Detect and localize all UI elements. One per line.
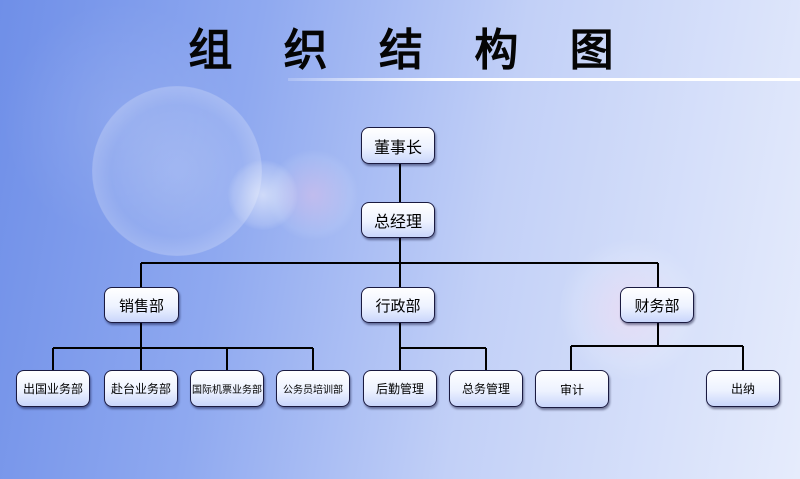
page-title: 组 织 结 构 图 [188, 25, 632, 76]
node-cashier[interactable]: 出纳 [706, 370, 780, 407]
node-outbound-business[interactable]: 出国业务部 [16, 370, 90, 407]
title-underline [288, 78, 800, 81]
node-general-manager[interactable]: 总经理 [361, 202, 435, 238]
node-chairman[interactable]: 董事长 [361, 127, 435, 164]
node-sales-dept[interactable]: 销售部 [104, 287, 179, 323]
node-logistics-mgmt[interactable]: 后勤管理 [363, 370, 437, 407]
node-civil-training[interactable]: 公务员培训部 [276, 370, 350, 407]
node-finance-dept[interactable]: 财务部 [620, 287, 694, 323]
node-audit[interactable]: 审计 [535, 370, 609, 408]
node-taiwan-business[interactable]: 赴台业务部 [104, 370, 178, 407]
node-admin-dept[interactable]: 行政部 [361, 287, 435, 323]
node-general-affairs[interactable]: 总务管理 [449, 370, 523, 407]
node-intl-ticket-business[interactable]: 国际机票业务部 [190, 370, 264, 407]
